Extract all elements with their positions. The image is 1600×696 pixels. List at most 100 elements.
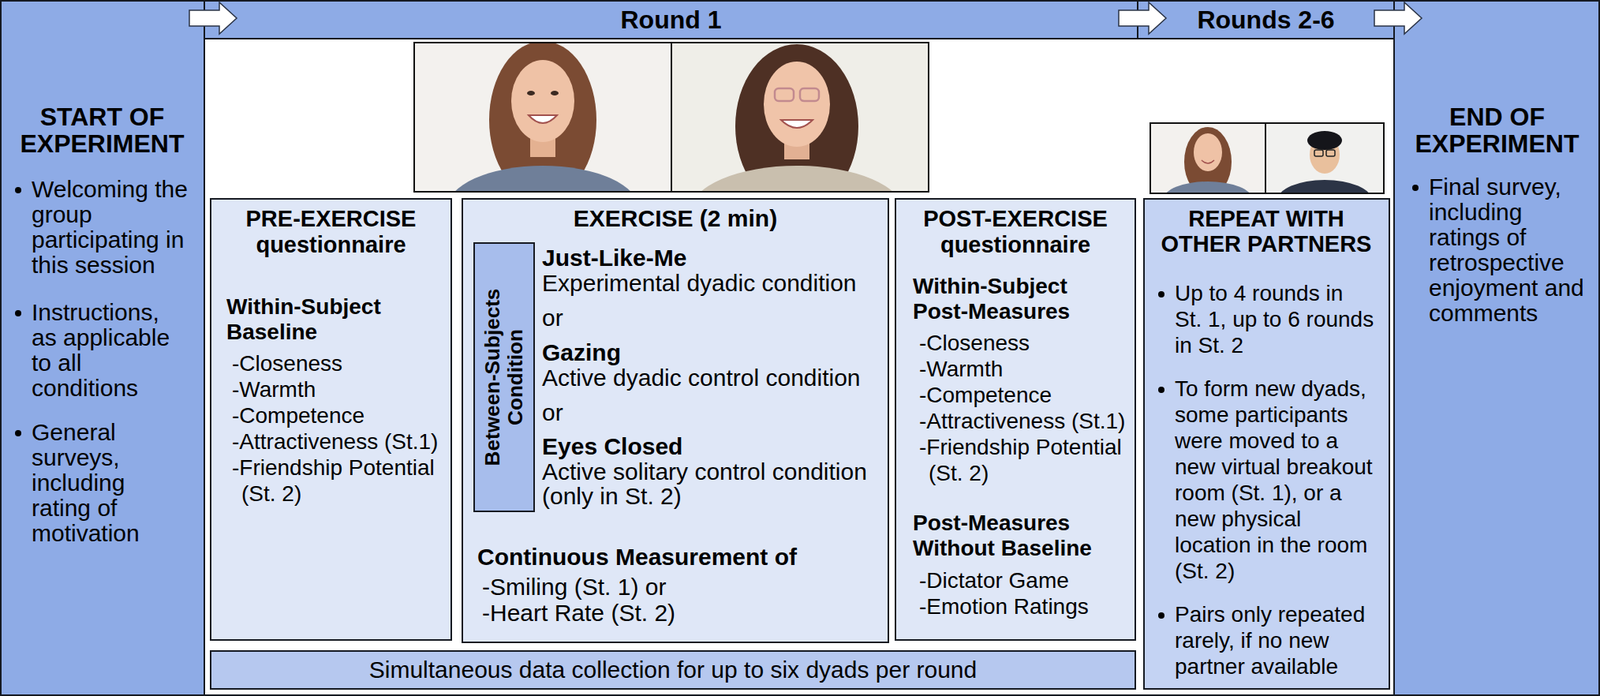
subheading: Within-Subject Post-Measures: [912, 273, 1122, 325]
photo-frame: [1150, 123, 1266, 194]
photo-frame: [414, 42, 672, 192]
start-panel-fill: [0, 0, 205, 696]
condition-text: or: [542, 400, 882, 425]
bullet-text: Instructions, as applicable to all condi…: [31, 299, 182, 401]
measure-item: -Competence: [231, 402, 445, 429]
subheading: Post-Measures Without Baseline: [912, 510, 1122, 561]
bullet-text: General surveys, including rating of mot…: [31, 419, 182, 546]
measure-item: -Attractiveness (St.1): [231, 428, 445, 455]
condition-text: Experimental dyadic condition: [542, 270, 882, 296]
photo-frame: [671, 42, 929, 192]
bullet-dot: [1158, 612, 1165, 619]
block-arrow: [189, 2, 237, 34]
bullet-item: To form new dyads, some participants wer…: [1174, 375, 1376, 584]
bullet-dot: [14, 310, 22, 317]
glasses: [1314, 149, 1324, 157]
bullet-text: Welcoming the group participating in thi…: [31, 176, 198, 278]
eye: [550, 90, 559, 96]
face: [511, 59, 575, 143]
bullet-dot: [14, 186, 22, 194]
shirt: [446, 165, 640, 192]
measure-item: -Closeness: [919, 329, 1133, 356]
condition-name: Eyes Closed: [542, 433, 882, 460]
bullet-item: Final survey, including ratings of retro…: [1428, 174, 1591, 326]
measure-item: -Friendship Potential (St. 2): [231, 454, 445, 507]
bullet-dot: [1158, 291, 1165, 298]
vertical-label: Between-Subjects Condition: [481, 258, 528, 496]
bullet-item: General surveys, including rating of mot…: [31, 419, 182, 546]
participant-photo: [1265, 123, 1384, 194]
measure-item: -Closeness: [231, 350, 445, 377]
photo-frame: [1265, 123, 1384, 194]
measure-item: -Warmth: [919, 355, 1133, 382]
condition-name: Continuous Measurement of: [477, 544, 872, 570]
bullet-item: Instructions, as applicable to all condi…: [31, 299, 182, 401]
bullet-text: To form new dyads, some participants wer…: [1174, 375, 1376, 584]
round-banner: Round 1: [204, 0, 1138, 39]
shirt: [1163, 181, 1253, 194]
measure-item: -Heart Rate (St. 2): [482, 600, 861, 625]
hair: [1307, 130, 1343, 150]
repeat-box: REPEAT WITH OTHER PARTNERS Up to 4 rounds…: [1143, 198, 1391, 690]
bullet-text: Pairs only repeated rarely, if no new pa…: [1174, 601, 1376, 680]
info-bar: Simultaneous data collection for up to s…: [209, 650, 1137, 690]
panel-heading: START OF EXPERIMENT: [0, 103, 205, 158]
measure-item: -Competence: [919, 381, 1133, 408]
rotated-holder: Between-Subjects Condition: [474, 243, 534, 511]
measure-item: -Friendship Potential (St. 2): [919, 433, 1133, 486]
box-heading: POST-EXERCISE questionnaire: [896, 205, 1135, 258]
bullet-item: Up to 4 rounds in St. 1, up to 6 rounds …: [1174, 280, 1376, 359]
participant-photo: [414, 42, 672, 192]
face: [763, 61, 830, 147]
condition-name: Just-Like-Me: [542, 245, 882, 271]
condition-text: or: [542, 305, 882, 330]
questionnaire-box: PRE-EXERCISE questionnaireWithin-Subject…: [209, 198, 453, 641]
bullet-item: Welcoming the group participating in thi…: [31, 176, 198, 278]
round-label: Round 1: [620, 5, 722, 34]
round-banner: Rounds 2-6: [1137, 0, 1395, 39]
smile: [781, 119, 813, 128]
measure-item: -Smiling (St. 1) or: [482, 574, 861, 599]
measure-item: -Warmth: [231, 376, 445, 403]
smile: [1201, 160, 1215, 164]
block-arrow: [1118, 2, 1167, 34]
measure-item: -Dictator Game: [919, 567, 1133, 594]
bar-text: Simultaneous data collection for up to s…: [369, 655, 977, 685]
panel-heading: END OF EXPERIMENT: [1394, 103, 1600, 158]
bullet-text: Final survey, including ratings of retro…: [1428, 174, 1591, 326]
round-banner-fill: [204, 0, 1138, 39]
box-heading: REPEAT WITH OTHER PARTNERS: [1151, 205, 1381, 257]
bullet-dot: [14, 429, 22, 437]
glasses: [800, 88, 819, 101]
glasses: [1326, 149, 1335, 157]
condition-text: Active solitary control condition (only …: [542, 459, 882, 509]
box-heading: PRE-EXERCISE questionnaire: [211, 205, 451, 258]
end-panel: END OF EXPERIMENT Final survey, including…: [1394, 0, 1600, 696]
round-label: Rounds 2-6: [1196, 5, 1335, 34]
questionnaire-box: POST-EXERCISE questionnaireWithin-Subjec…: [894, 198, 1137, 641]
condition-text: Active dyadic control condition: [542, 365, 882, 390]
bullet-item: Pairs only repeated rarely, if no new pa…: [1174, 601, 1376, 680]
round-banner-fill: [1137, 0, 1395, 39]
eye: [527, 90, 535, 96]
glasses: [774, 88, 794, 101]
hoodie: [1277, 179, 1372, 194]
measure-item: -Emotion Ratings: [919, 593, 1133, 620]
participant-photo: [1150, 123, 1266, 194]
shirt: [690, 165, 904, 192]
condition-name: Gazing: [542, 340, 882, 366]
condition-box: Between-Subjects Condition: [473, 242, 535, 513]
block-arrow: [1374, 2, 1422, 34]
participant-photo: [671, 42, 929, 192]
bullet-dot: [1412, 184, 1419, 191]
measure-item: -Attractiveness (St.1): [919, 407, 1133, 434]
box-heading: EXERCISE (2 min): [463, 205, 888, 232]
bullet-text: Up to 4 rounds in St. 1, up to 6 rounds …: [1174, 280, 1376, 359]
exercise-box: EXERCISE (2 min) Just-Like-MeExperimental…: [461, 198, 890, 643]
face: [1193, 133, 1223, 172]
smile: [528, 115, 558, 124]
subheading: Within-Subject Baseline: [226, 294, 440, 345]
end-panel-fill: [1394, 0, 1600, 696]
